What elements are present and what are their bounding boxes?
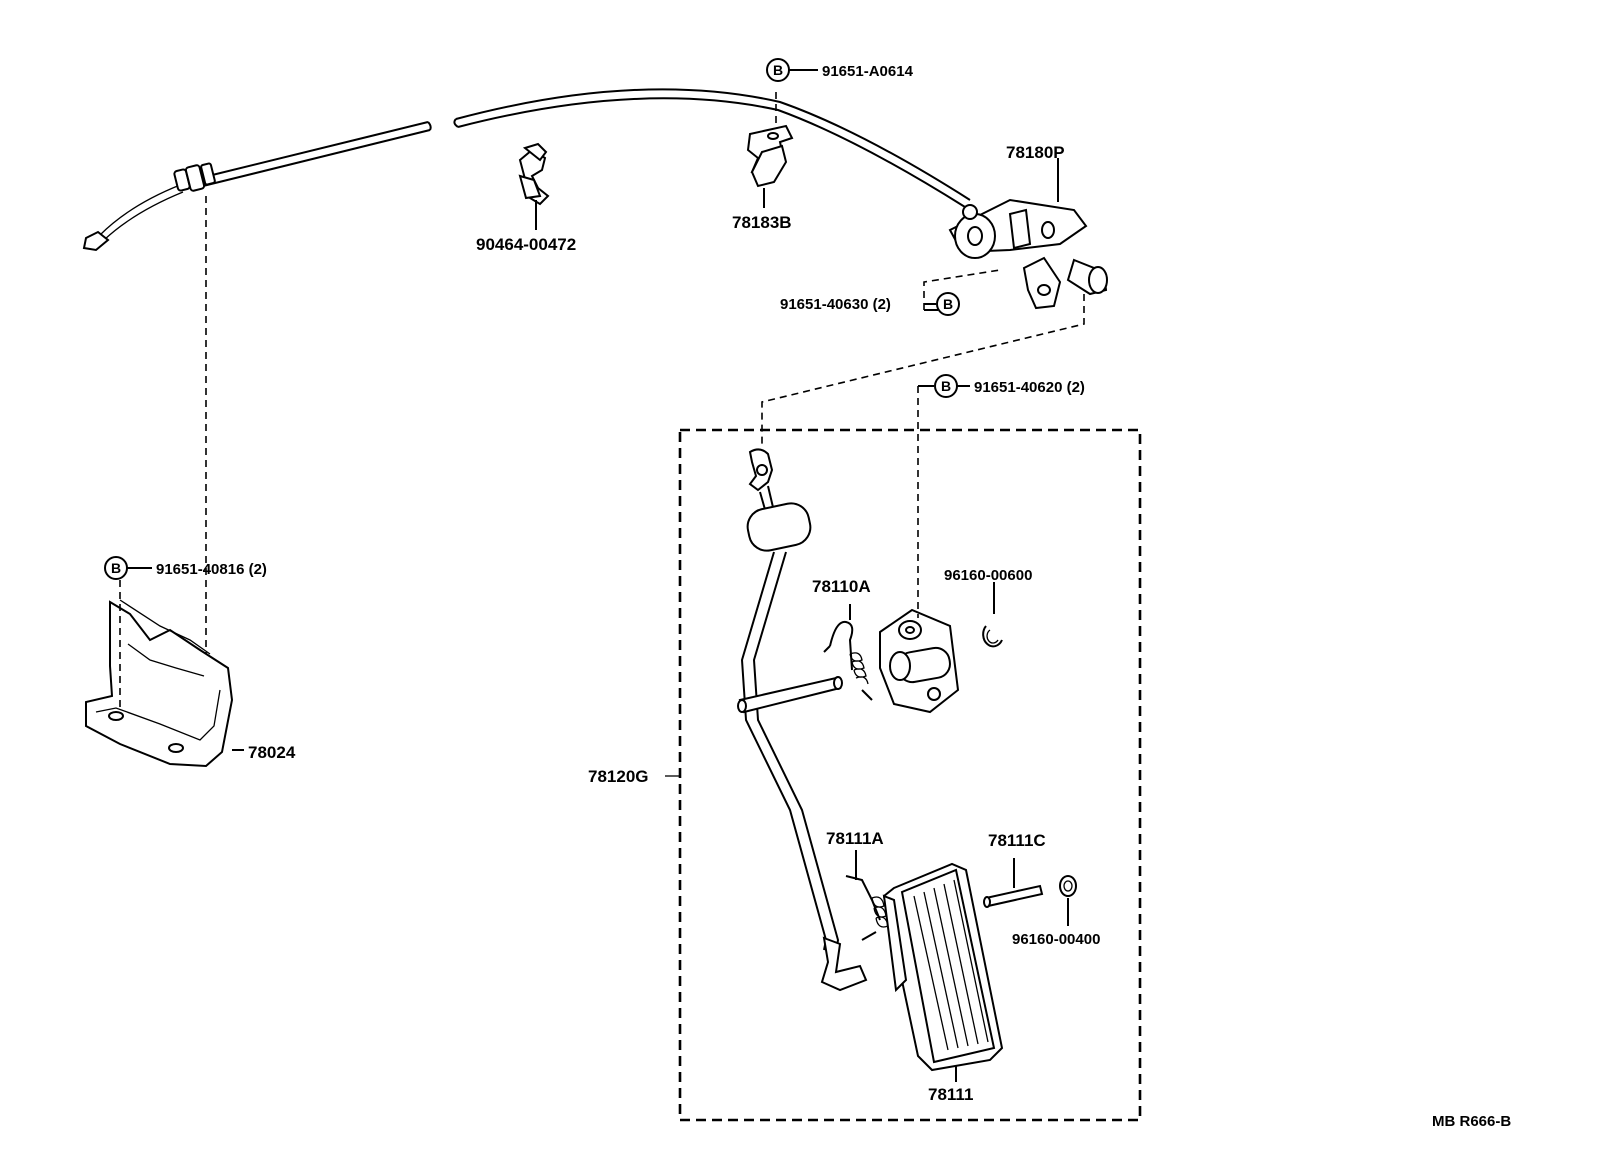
pedal-shaft <box>737 676 843 714</box>
cable-clamp-90464 <box>518 142 550 230</box>
spring-78111A <box>845 850 889 941</box>
svg-text:B: B <box>773 62 783 78</box>
pedal-assy-boundary <box>678 428 1142 1122</box>
pin-78111C <box>983 858 1044 908</box>
label-90464-00472: 90464-00472 <box>476 235 576 254</box>
return-spring-78110A <box>823 604 873 701</box>
label-78111A: 78111A <box>826 829 884 848</box>
label-78024: 78024 <box>248 743 296 762</box>
label-91651-40620: 91651-40620 (2) <box>974 379 1085 396</box>
pedal-bracket <box>879 385 960 714</box>
label-78120G: 78120G <box>588 767 649 786</box>
label-96160-00600: 96160-00600 <box>944 567 1032 584</box>
bracket-assy-78180P <box>948 158 1108 310</box>
label-91651-40630: 91651-40630 (2) <box>780 296 891 313</box>
svg-text:B: B <box>943 296 953 312</box>
label-78111C: 78111C <box>988 831 1046 850</box>
diagram-code: MB R666-B <box>1432 1113 1511 1130</box>
label-78111: 78111 <box>928 1085 973 1104</box>
cable-bracket-78024 <box>85 580 244 768</box>
label-78110A: 78110A <box>812 577 871 596</box>
label-91651-40816: 91651-40816 (2) <box>156 561 267 578</box>
pedal-pad-78111 <box>882 862 1004 1082</box>
callout-91651-40620: B 91651-40620 (2) <box>934 374 1085 398</box>
svg-text:B: B <box>111 560 121 576</box>
callout-91651-40630: 91651-40630 (2) B <box>780 292 960 316</box>
callout-91651-A0614: B 91651-A0614 <box>766 58 914 82</box>
label-78180P: 78180P <box>1006 143 1065 162</box>
label-78183B: 78183B <box>732 213 792 232</box>
label-96160-00400: 96160-00400 <box>1012 931 1100 948</box>
cable-bracket-78183B <box>746 92 794 208</box>
clip-96160-00600 <box>982 582 1003 648</box>
clip-96160-00400 <box>1059 875 1077 926</box>
pedal-arm <box>740 448 868 992</box>
throttle-cable <box>82 88 971 252</box>
label-91651-A0614: 91651-A0614 <box>822 63 914 80</box>
callout-91651-40816: B 91651-40816 (2) <box>104 556 267 580</box>
svg-text:B: B <box>941 378 951 394</box>
